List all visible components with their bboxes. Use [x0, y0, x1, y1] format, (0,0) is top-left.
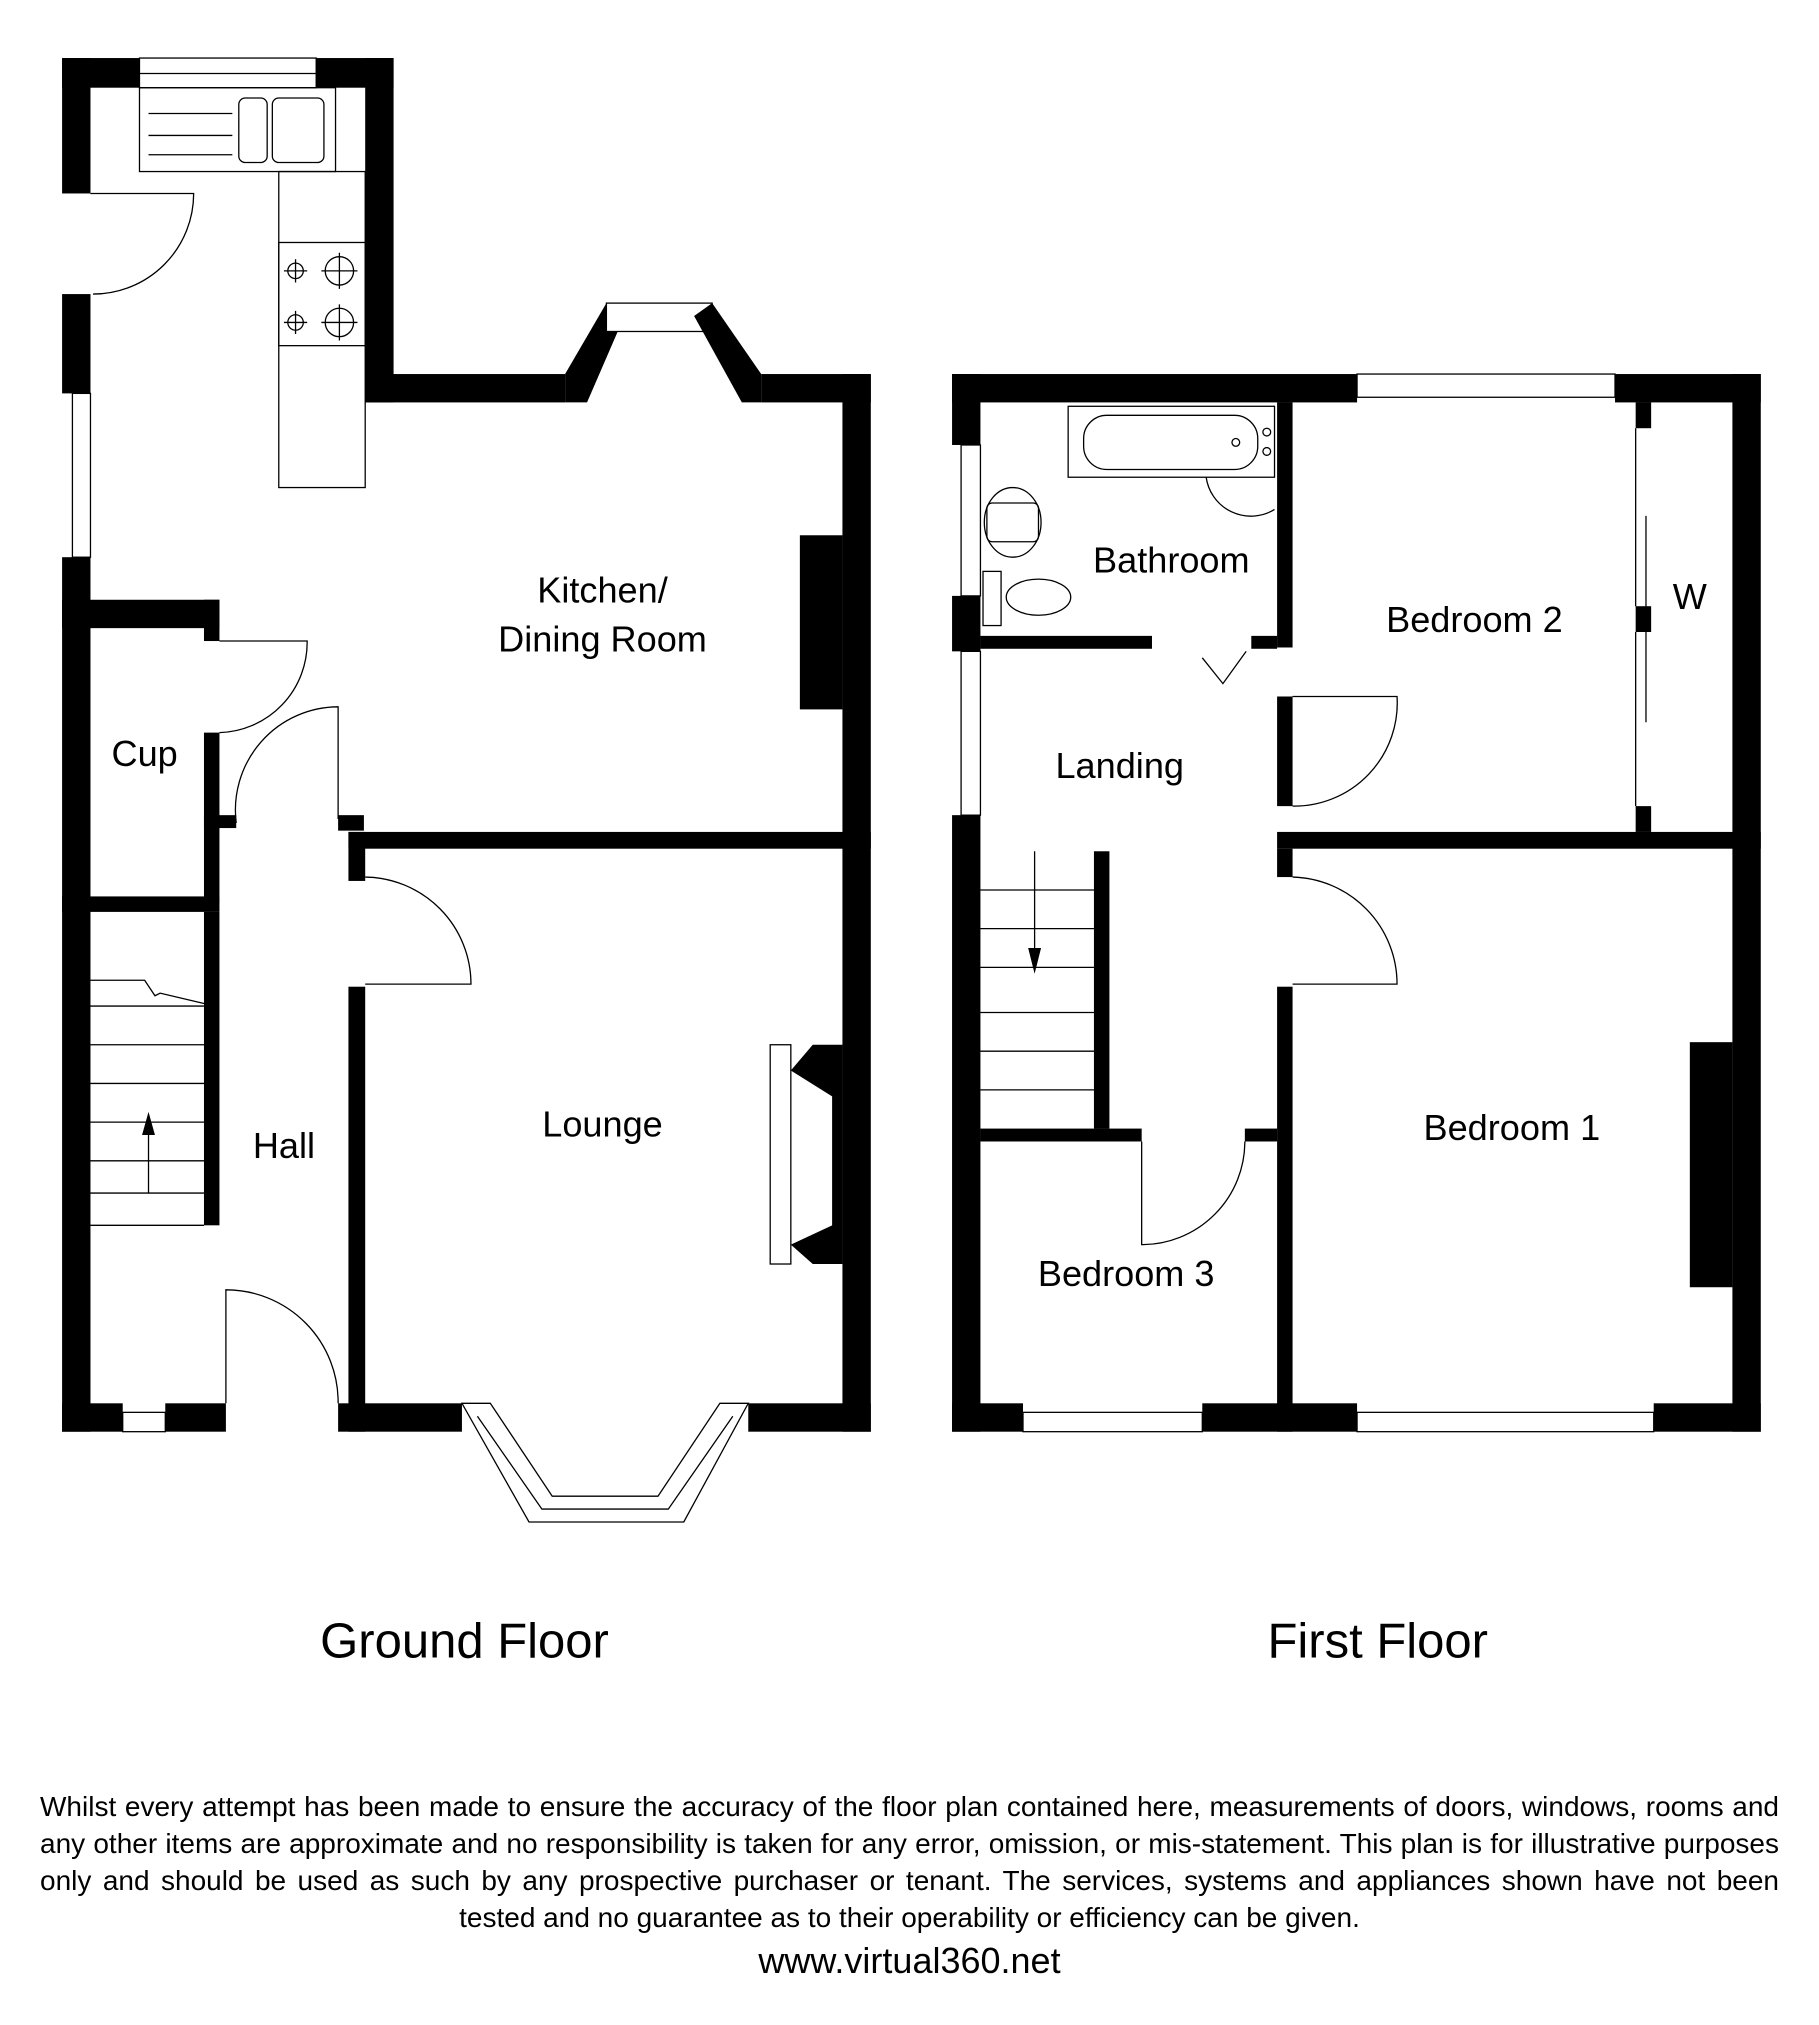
room-label-hall: Hall [253, 1125, 315, 1166]
first-floor-plan: Bathroom Bedroom 2 W Landing Bedroom 1 B… [952, 373, 1761, 1668]
stairs-ground [90, 979, 205, 1226]
room-label-wardrobe: W [1673, 576, 1707, 617]
room-label-bedroom-1: Bedroom 1 [1424, 1107, 1601, 1148]
ground-floor-plan: Kitchen/ Dining Room Cup Hall Lounge Gro… [62, 57, 871, 1668]
floor-title-first: First Floor [1267, 1614, 1488, 1668]
room-label-bathroom: Bathroom [1093, 540, 1250, 581]
room-label-bedroom-3: Bedroom 3 [1038, 1253, 1215, 1294]
hob-icon [283, 252, 358, 341]
toilet-icon [982, 570, 1072, 627]
disclaimer-text: Whilst every attempt has been made to en… [40, 1791, 1779, 1933]
stairs-first [980, 851, 1110, 1129]
room-label-dining: Dining Room [498, 618, 707, 659]
room-label-bedroom-2: Bedroom 2 [1386, 599, 1563, 640]
back-door-swing [90, 192, 195, 295]
room-label-kitchen: Kitchen/ [537, 569, 668, 610]
website-link[interactable]: www.virtual360.net [758, 1940, 1061, 1981]
sink-icon [983, 486, 1042, 558]
floor-title-ground: Ground Floor [320, 1614, 609, 1668]
room-label-landing: Landing [1055, 745, 1184, 786]
bath-icon [1067, 405, 1276, 517]
room-label-cup: Cup [112, 733, 178, 774]
room-label-lounge: Lounge [542, 1103, 662, 1144]
